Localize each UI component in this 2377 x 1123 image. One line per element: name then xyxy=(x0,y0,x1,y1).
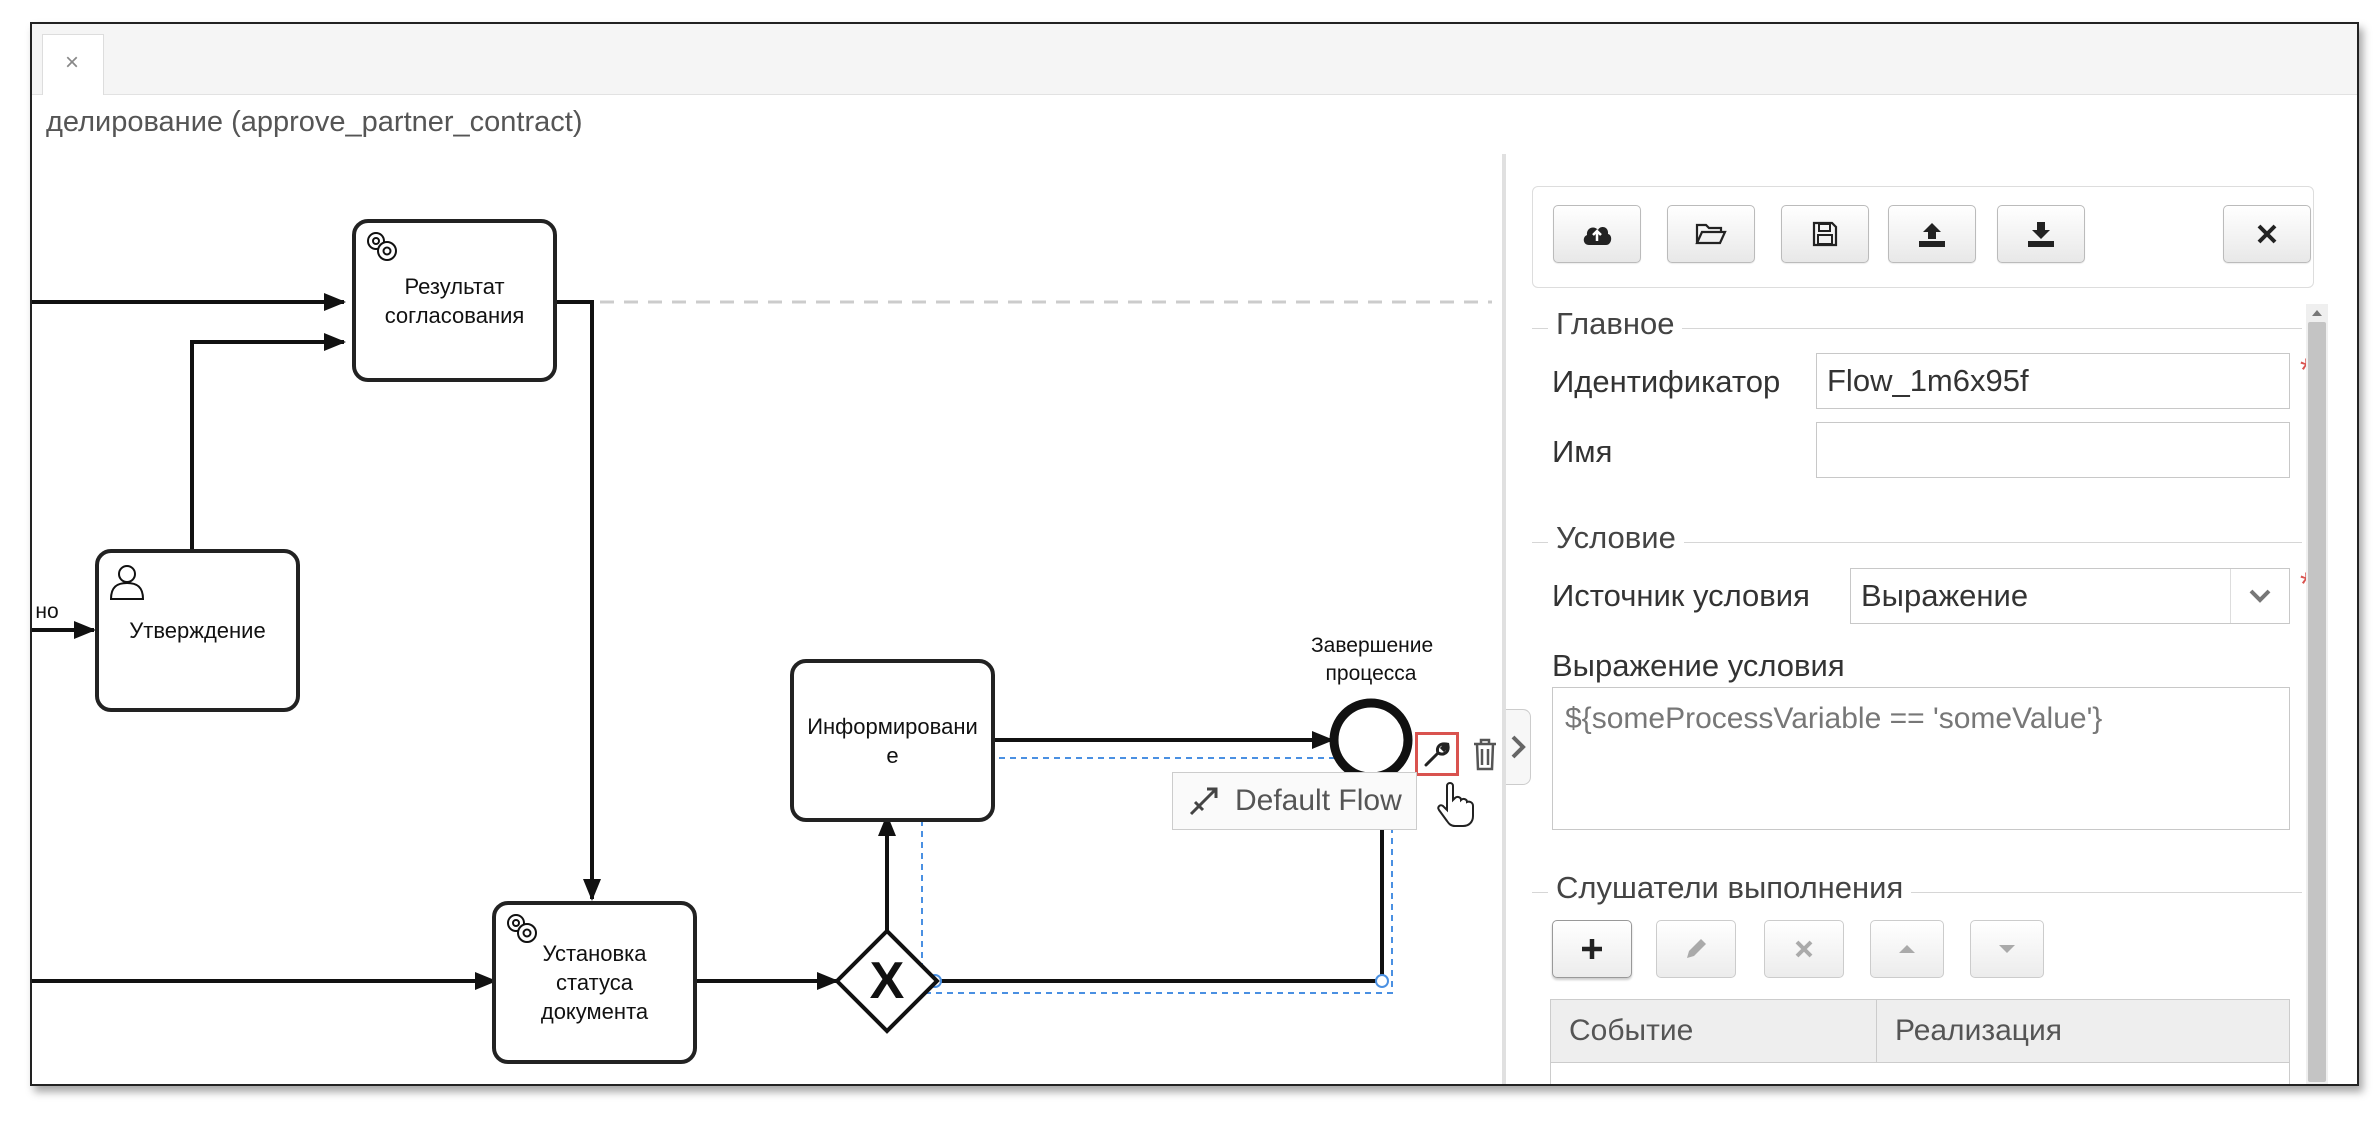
id-field[interactable]: Flow_1m6x95f xyxy=(1816,353,2290,409)
move-down-button[interactable] xyxy=(1970,920,2044,978)
save-button[interactable] xyxy=(1781,205,1869,263)
properties-panel: Главное Идентификатор Flow_1m6x95f * Имя… xyxy=(1510,154,2340,1084)
id-label: Идентификатор xyxy=(1552,364,1781,399)
modeler-window: × делирование (approve_partner_contract) xyxy=(30,22,2359,1086)
floppy-disk-icon xyxy=(1812,221,1838,247)
chevron-down-icon[interactable] xyxy=(2230,569,2289,623)
upload-button[interactable] xyxy=(1888,205,1976,263)
close-panel-button[interactable] xyxy=(2223,205,2311,263)
tooltip-label: Default Flow xyxy=(1235,784,1402,817)
end-event-label: Завершение процесса xyxy=(1311,634,1434,685)
grid-column-event[interactable]: Событие xyxy=(1551,1000,1877,1062)
hand-pointer-icon xyxy=(1437,782,1474,827)
task-result[interactable]: Результат согласования xyxy=(352,219,557,382)
caret-down-icon xyxy=(1999,945,2015,953)
bpmn-connections xyxy=(32,293,1492,1034)
task-set-status-label: Установка статуса документа xyxy=(540,941,649,1024)
editor-tab[interactable]: × xyxy=(42,34,104,95)
waypoint-handle[interactable] xyxy=(1375,974,1389,988)
condition-source-value: Выражение xyxy=(1861,578,2029,613)
condition-expression-label: Выражение условия xyxy=(1552,648,1845,683)
gear-icon xyxy=(507,914,537,943)
listeners-grid-body xyxy=(1550,1063,2290,1084)
section-divider xyxy=(1532,328,2302,329)
selection-outline xyxy=(921,757,1393,994)
folder-open-icon xyxy=(1695,223,1727,245)
remove-listener-button[interactable] xyxy=(1764,920,1844,978)
download-button[interactable] xyxy=(1997,205,2085,263)
upload-icon xyxy=(1919,223,1945,247)
panel-scrollbar[interactable] xyxy=(2306,304,2328,1084)
section-divider xyxy=(1532,892,2302,893)
panel-divider[interactable] xyxy=(1502,154,1506,1084)
listeners-grid-header: Событие Реализация xyxy=(1550,999,2290,1063)
panel-toolbar xyxy=(1532,186,2314,288)
name-field[interactable] xyxy=(1816,422,2290,478)
task-result-label: Результат согласования xyxy=(384,273,525,328)
cloud-upload-icon xyxy=(1583,226,1612,245)
page-title: делирование (approve_partner_contract) xyxy=(46,106,583,138)
collapse-panel-toggle[interactable] xyxy=(1506,709,1531,785)
gear-icon xyxy=(367,232,397,261)
task-approve[interactable]: Утверждение xyxy=(95,549,300,712)
trash-icon[interactable] xyxy=(1463,732,1507,776)
add-listener-button[interactable] xyxy=(1552,920,1632,978)
condition-expression-input[interactable]: ${someProcessVariable == 'someValue'} xyxy=(1552,687,2290,830)
pencil-icon xyxy=(1687,939,1706,958)
gateway-symbol: X xyxy=(869,952,905,1010)
chevron-right-icon xyxy=(1511,735,1526,759)
exclusive-gateway[interactable] xyxy=(834,928,940,1034)
close-icon xyxy=(2257,224,2277,244)
grid-column-implementation[interactable]: Реализация xyxy=(1895,1014,2062,1047)
default-flow-icon xyxy=(1189,787,1218,816)
flow-result-to-status[interactable] xyxy=(554,300,601,901)
end-event[interactable] xyxy=(1329,698,1413,782)
section-main-title: Главное xyxy=(1548,306,1683,342)
close-icon xyxy=(1795,940,1813,958)
section-listeners-title: Слушатели выполнения xyxy=(1548,870,1912,906)
scroll-up-icon[interactable] xyxy=(2310,306,2324,320)
task-approve-label: Утверждение xyxy=(129,618,266,643)
deploy-button[interactable] xyxy=(1553,205,1641,263)
edit-listener-button[interactable] xyxy=(1656,920,1736,978)
bpmn-canvas[interactable]: но Результат согласования Утверждение Ин… xyxy=(32,154,1492,1084)
tab-close-icon[interactable]: × xyxy=(65,49,80,76)
listener-actions xyxy=(1552,920,2292,980)
edge-fragment-label: но xyxy=(35,600,59,623)
task-inform-label: Информирование xyxy=(807,713,978,768)
plus-icon xyxy=(1582,939,1602,959)
section-divider xyxy=(1532,542,2302,543)
condition-source-select[interactable]: Выражение xyxy=(1850,568,2290,624)
section-condition-title: Условие xyxy=(1548,520,1684,556)
open-button[interactable] xyxy=(1667,205,1755,263)
condition-source-label: Источник условия xyxy=(1552,578,1810,613)
user-icon xyxy=(109,565,145,600)
caret-up-icon xyxy=(1899,945,1915,953)
wrench-icon[interactable] xyxy=(1415,732,1459,776)
task-set-status[interactable]: Установка статуса документа xyxy=(492,901,697,1064)
download-icon xyxy=(2028,222,2054,247)
move-up-button[interactable] xyxy=(1870,920,1944,978)
tab-bar: × xyxy=(32,24,2357,95)
flow-approve-to-result[interactable] xyxy=(190,333,346,549)
name-label: Имя xyxy=(1552,434,1613,469)
task-inform[interactable]: Информирование xyxy=(790,659,995,822)
scrollbar-thumb[interactable] xyxy=(2308,322,2326,1082)
default-flow-tooltip[interactable]: Default Flow xyxy=(1172,772,1417,830)
